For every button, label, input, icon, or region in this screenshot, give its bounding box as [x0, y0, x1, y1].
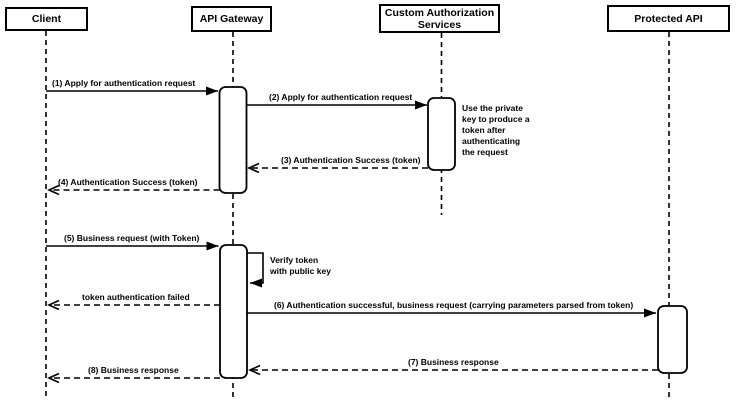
- activation-bar-api-gateway-business: [219, 244, 248, 379]
- note-verify-token: Verify token with public key: [270, 255, 331, 276]
- actor-label-client: Client: [31, 13, 62, 25]
- message-label-2: (2) Apply for authentication request: [269, 92, 413, 102]
- actor-box-client: Client: [5, 7, 88, 31]
- note-private-key-token: Use the private key to produce a token a…: [462, 103, 530, 157]
- actor-label-protected-api: Protected API: [634, 12, 703, 25]
- message-label-8: (8) Business response: [88, 365, 179, 375]
- message-label-3: (3) Authentication Success (token): [281, 155, 421, 165]
- message-label-4: (4) Authentication Success (token): [58, 177, 198, 187]
- message-label-token-auth-failed: token authentication failed: [82, 292, 190, 302]
- actor-box-protected-api: Protected API: [607, 5, 730, 32]
- actor-label-api-gateway: API Gateway: [199, 13, 264, 25]
- activation-bar-custom-auth: [427, 97, 456, 171]
- actor-box-api-gateway: API Gateway: [191, 6, 272, 32]
- activation-bar-protected-api: [657, 305, 688, 374]
- message-label-7: (7) Business response: [408, 357, 499, 367]
- self-message-arrow-verify-token: [247, 252, 264, 288]
- actor-label-custom-authorization-services: Custom Authorization Services: [384, 6, 495, 31]
- activation-bar-api-gateway-auth: [218, 86, 248, 194]
- message-label-5: (5) Business request (with Token): [64, 233, 200, 243]
- message-label-6: (6) Authentication successful, business …: [274, 300, 634, 310]
- actor-box-custom-authorization-services: Custom Authorization Services: [379, 4, 500, 33]
- message-label-1: (1) Apply for authentication request: [52, 78, 196, 88]
